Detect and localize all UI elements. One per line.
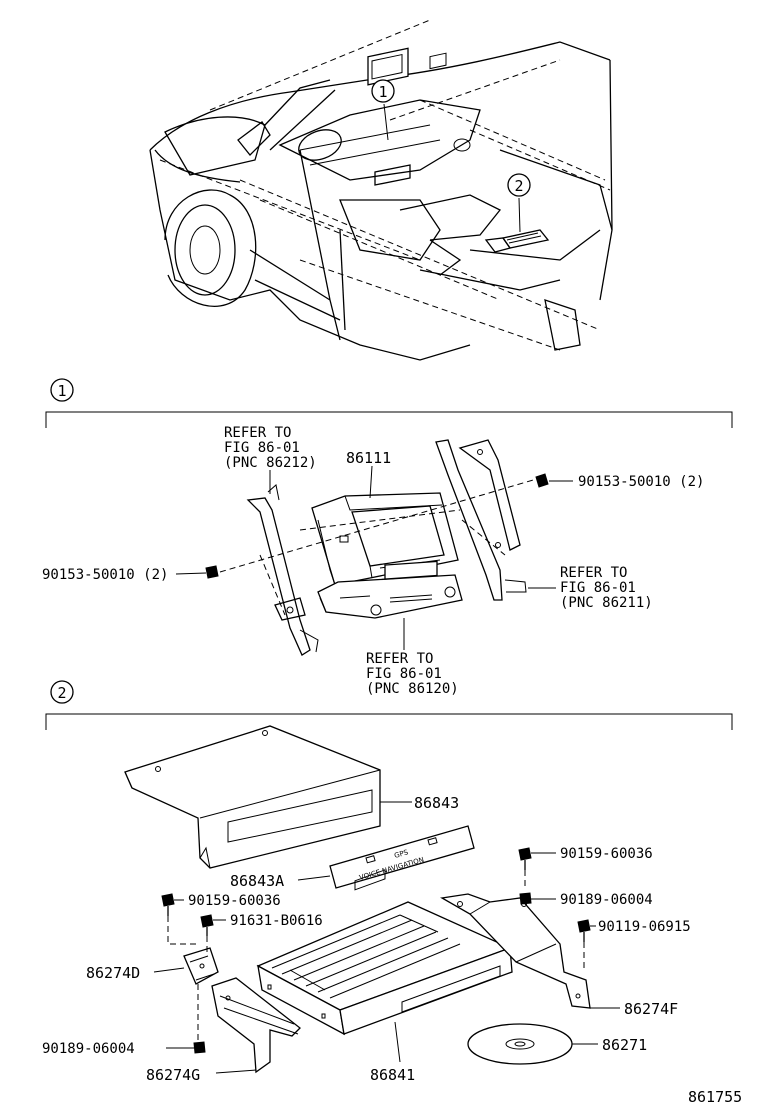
bolt-90159-right-icon — [518, 847, 532, 861]
refer-bottom-line-2: FIG 86-01 — [366, 666, 442, 682]
section-2: 2 GPS VOICE NAVIGATION — [42, 680, 733, 1084]
refer-right: REFER TO FIG 86-01 (PNC 86211) — [560, 565, 653, 611]
part-label-90119: 90119-06915 — [598, 919, 691, 935]
refer-bottom: REFER TO FIG 86-01 (PNC 86120) — [366, 651, 459, 697]
refer-bottom-line-1: REFER TO — [366, 651, 433, 667]
figure-number: 861755 — [688, 1088, 742, 1106]
callout-1-circle — [371, 79, 395, 103]
part-label-90189-right: 90189-06004 — [560, 892, 653, 908]
bolt-right-icon — [535, 473, 549, 488]
part-label-86274g: 86274G — [146, 1066, 200, 1084]
bolt-90159-left-icon — [161, 893, 175, 907]
section-1-number: 1 — [57, 382, 66, 400]
callout-1-label: 1 — [378, 83, 387, 101]
refer-right-line-2: FIG 86-01 — [560, 580, 636, 596]
bracket-86274g — [211, 977, 301, 1074]
nut-90189-right-icon — [519, 892, 532, 905]
part-label-91631: 91631-B0616 — [230, 913, 323, 929]
section-1-bracket — [45, 411, 733, 428]
part-label-90159-left: 90159-60036 — [188, 893, 281, 909]
audio-unit — [317, 560, 463, 619]
refer-top-left: REFER TO FIG 86-01 (PNC 86212) — [224, 425, 317, 471]
bracket-86274d — [183, 947, 219, 985]
part-label-86843a: 86843A — [230, 872, 284, 890]
bolt-90119-icon — [577, 919, 591, 933]
part-label-86111: 86111 — [346, 449, 391, 467]
refer-top-left-line-2: FIG 86-01 — [224, 440, 300, 456]
section-2-number: 2 — [57, 684, 66, 702]
plate-text-gps: GPS — [393, 848, 409, 860]
part-label-86271: 86271 — [602, 1036, 647, 1054]
bolt-left-icon — [205, 565, 219, 579]
section-2-bracket — [45, 713, 733, 730]
vehicle-overview: 1 2 — [149, 19, 613, 361]
part-label-86274d: 86274D — [86, 964, 140, 982]
part-label-bolt-left: 90153-50010 (2) — [42, 567, 168, 583]
part-label-86843: 86843 — [414, 794, 459, 812]
refer-right-line-3: (PNC 86211) — [560, 595, 653, 611]
bracket-86274f — [440, 893, 591, 1009]
refer-top-left-line-3: (PNC 86212) — [224, 455, 317, 471]
nav-unit-86841 — [256, 869, 513, 1036]
part-label-90189-left: 90189-06004 — [42, 1041, 135, 1057]
bolt-91631-icon — [200, 914, 214, 928]
part-label-86274f: 86274F — [624, 1000, 678, 1018]
part-label-90159-right: 90159-60036 — [560, 846, 653, 862]
left-bracket — [246, 497, 311, 656]
refer-top-left-line-1: REFER TO — [224, 425, 291, 441]
callout-2-label: 2 — [514, 177, 523, 195]
refer-bottom-line-3: (PNC 86120) — [366, 681, 459, 697]
cover-86843 — [124, 725, 381, 869]
disc-86271 — [467, 1023, 573, 1065]
right-bracket — [435, 439, 503, 601]
section-1-circle — [50, 378, 74, 402]
callout-2-circle — [507, 173, 531, 197]
section-2-circle — [50, 680, 74, 704]
plate-86843a: GPS VOICE NAVIGATION — [329, 825, 475, 889]
nut-90189-left-icon — [193, 1041, 206, 1054]
refer-right-line-1: REFER TO — [560, 565, 627, 581]
part-label-86841: 86841 — [370, 1066, 415, 1084]
part-label-bolt-right: 90153-50010 (2) — [578, 474, 704, 490]
section-1: 1 — [42, 378, 733, 697]
